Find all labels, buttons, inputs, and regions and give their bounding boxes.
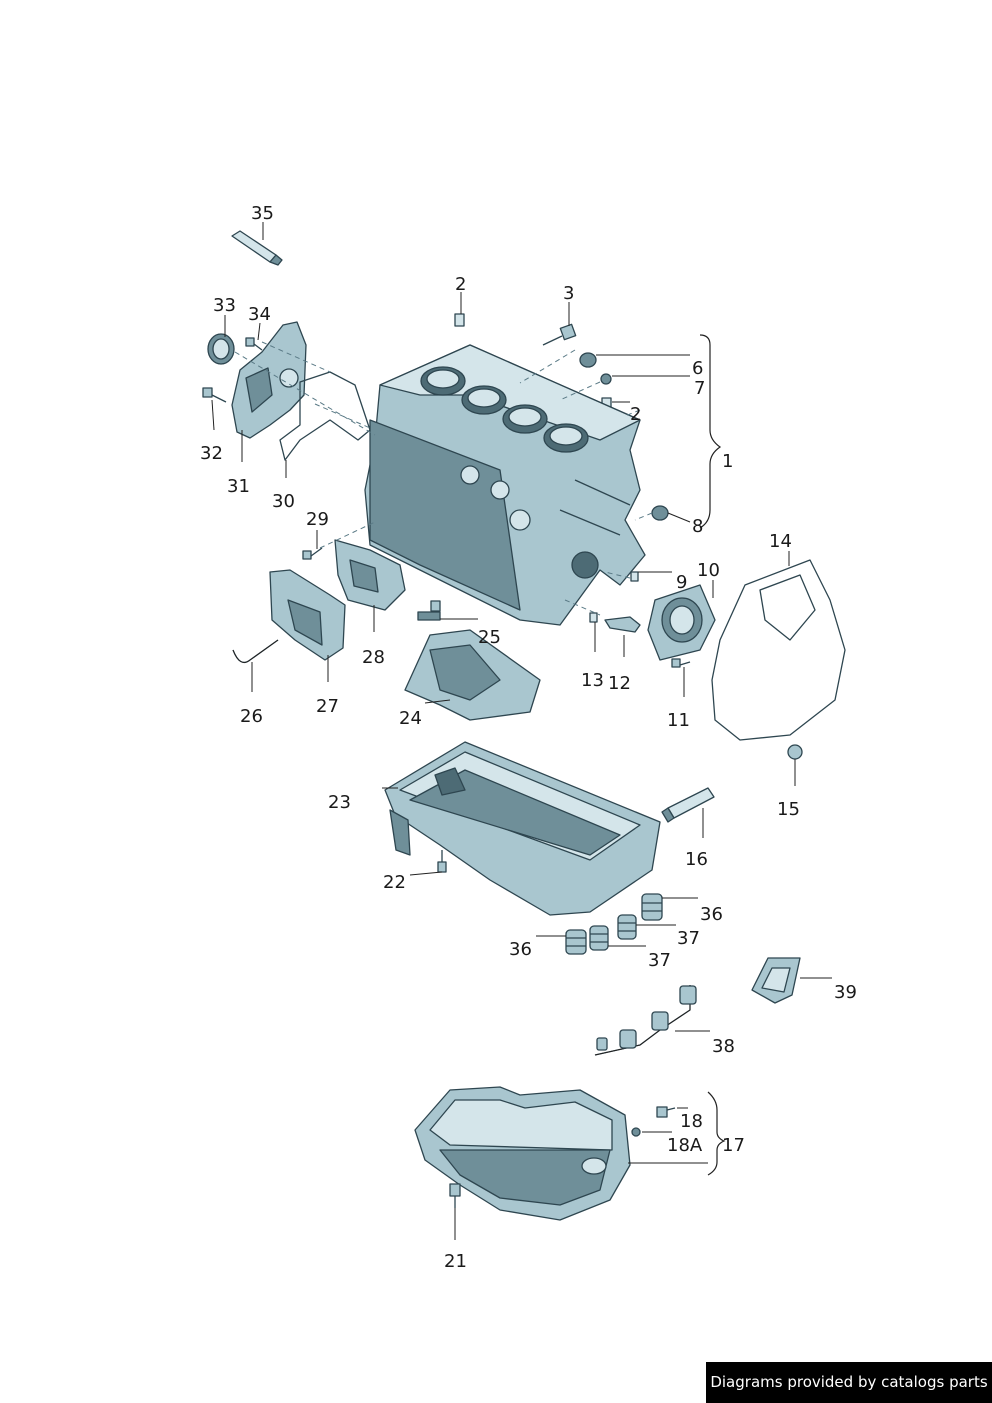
part-seal-flange [647, 584, 716, 661]
part-bolt-32 [202, 387, 227, 403]
part-lower-oil-pan [414, 1086, 631, 1221]
part-bushing-36-upper [641, 893, 663, 921]
part-bolt-22 [437, 850, 447, 873]
callout-30: 30 [272, 491, 295, 512]
callout-35: 35 [251, 203, 274, 224]
callout-labels: 1 2 2 3 6 7 8 9 10 11 12 13 14 15 16 17 … [200, 203, 857, 1272]
part-bushing-37-lower [589, 925, 609, 951]
part-oil-baffle [404, 629, 541, 721]
callout-12: 12 [608, 673, 631, 694]
callout-17: 17 [722, 1135, 745, 1156]
callout-33: 33 [213, 295, 236, 316]
callout-leader-lines [211, 222, 832, 1240]
callout-8: 8 [692, 516, 703, 537]
callout-7: 7 [694, 378, 705, 399]
callout-3: 3 [563, 283, 574, 304]
callout-39: 39 [834, 982, 857, 1003]
part-drain-bolt [656, 1106, 676, 1118]
callout-23: 23 [328, 792, 351, 813]
callout-18: 18 [680, 1111, 703, 1132]
part-cover-cap [751, 957, 801, 1004]
part-sealant-tube-top [231, 230, 283, 266]
callout-36: 36 [700, 904, 723, 925]
part-sealant-tube-bottom [661, 787, 715, 823]
part-cover-gasket [279, 371, 371, 461]
callout-1: 1 [722, 451, 733, 472]
callout-2: 2 [455, 274, 466, 295]
callout-34: 34 [248, 304, 271, 325]
part-bolt-29 [302, 547, 323, 560]
callout-24: 24 [399, 708, 422, 729]
part-intermediate-plate [711, 559, 846, 741]
part-bolt-3 [542, 323, 577, 346]
callout-18A: 18A [667, 1135, 703, 1156]
part-timing-cover [231, 321, 307, 439]
part-breather-pipe [232, 639, 279, 664]
part-cylinder-block [364, 344, 646, 626]
callout-31: 31 [227, 476, 250, 497]
callout-36: 36 [509, 939, 532, 960]
callout-29: 29 [306, 509, 329, 530]
callout-37: 37 [677, 928, 700, 949]
callout-37: 37 [648, 950, 671, 971]
callout-15: 15 [777, 799, 800, 820]
callout-16: 16 [685, 849, 708, 870]
part-bracket-28 [334, 539, 406, 611]
part-small-plug [600, 373, 612, 385]
callout-25: 25 [478, 627, 501, 648]
part-sealing-plug-8 [651, 505, 669, 521]
part-bushing-36-lower [565, 929, 587, 955]
callout-27: 27 [316, 696, 339, 717]
part-dowel-sleeve [454, 313, 465, 327]
part-drain-seal [631, 1127, 641, 1137]
callout-21: 21 [444, 1251, 467, 1272]
part-bolt-11 [671, 658, 691, 668]
part-heat-shield [269, 569, 346, 661]
callout-38: 38 [712, 1036, 735, 1057]
callout-32: 32 [200, 443, 223, 464]
part-sleeve-15 [787, 744, 803, 760]
callout-2: 2 [630, 404, 641, 425]
bracket-group-1 [699, 334, 722, 529]
part-bushing-37-upper [617, 914, 637, 940]
part-bracket-12 [604, 616, 641, 633]
part-seal-ring [207, 333, 235, 365]
part-dowel-sleeve-9 [630, 571, 639, 582]
part-bolt-34 [245, 337, 263, 351]
callout-28: 28 [362, 647, 385, 668]
part-wiring-harness [594, 985, 697, 1056]
part-valve-25 [417, 600, 441, 621]
bracket-group-17 [707, 1091, 726, 1176]
callout-26: 26 [240, 706, 263, 727]
callout-14: 14 [769, 531, 792, 552]
part-sealing-plug [579, 352, 597, 368]
callout-10: 10 [697, 560, 720, 581]
callout-13: 13 [581, 670, 604, 691]
credit-banner[interactable]: Diagrams provided by catalogs parts [706, 1362, 992, 1403]
assembly-guide-lines [234, 341, 653, 616]
part-bolt-21 [449, 1183, 461, 1208]
callout-6: 6 [692, 358, 703, 379]
part-upper-oil-pan [384, 741, 661, 916]
callout-11: 11 [667, 710, 690, 731]
callout-22: 22 [383, 872, 406, 893]
callout-9: 9 [676, 572, 687, 593]
part-dowel-13 [589, 612, 598, 623]
